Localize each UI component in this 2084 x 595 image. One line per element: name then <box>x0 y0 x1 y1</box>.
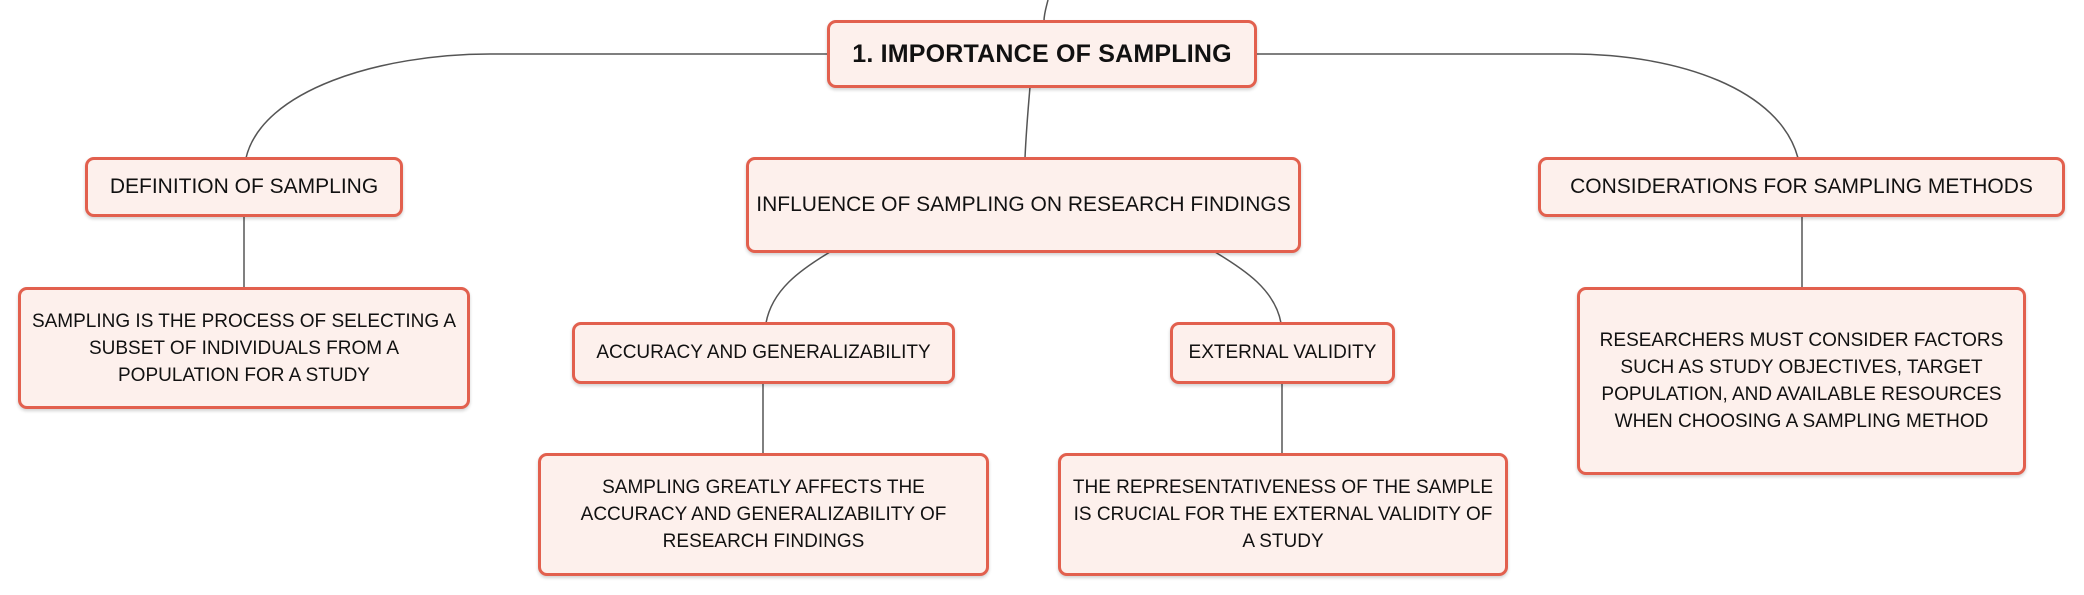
accuracy-node[interactable]: ACCURACY AND GENERALIZABILITY <box>572 322 955 384</box>
accuracy-label: ACCURACY AND GENERALIZABILITY <box>596 342 931 363</box>
external-validity-detail-node[interactable]: THE REPRESENTATIVENESS OF THE SAMPLE IS … <box>1058 453 1508 576</box>
definition-detail-text: SAMPLING IS THE PROCESS OF SELECTING A S… <box>31 310 457 386</box>
definition-label: DEFINITION OF SAMPLING <box>109 175 379 198</box>
accuracy-detail-node[interactable]: SAMPLING GREATLY AFFECTS THE ACCURACY AN… <box>538 453 989 576</box>
connector-influence-to-accuracy <box>765 251 831 324</box>
connector-root-to-considerations <box>1256 53 1799 159</box>
considerations-detail-node[interactable]: RESEARCHERS MUST CONSIDER FACTORS SUCH A… <box>1577 287 2026 475</box>
connector-root-to-definition <box>245 53 830 159</box>
definition-detail-node[interactable]: SAMPLING IS THE PROCESS OF SELECTING A S… <box>18 287 470 409</box>
connector-root-to-influence <box>1024 86 1031 159</box>
influence-node[interactable]: INFLUENCE OF SAMPLING ON RESEARCH FINDIN… <box>746 157 1301 253</box>
connector-parent-to-root <box>1043 0 1049 22</box>
influence-label: INFLUENCE OF SAMPLING ON RESEARCH FINDIN… <box>756 193 1291 216</box>
considerations-node[interactable]: CONSIDERATIONS FOR SAMPLING METHODS <box>1538 157 2065 217</box>
definition-node[interactable]: DEFINITION OF SAMPLING <box>85 157 403 217</box>
accuracy-detail-text: SAMPLING GREATLY AFFECTS THE ACCURACY AN… <box>580 477 947 552</box>
external-validity-label: EXTERNAL VALIDITY <box>1188 342 1377 363</box>
connector-influence-to-external <box>1214 251 1282 324</box>
external-validity-detail-text: THE REPRESENTATIVENESS OF THE SAMPLE IS … <box>1072 477 1494 552</box>
root-node[interactable]: 1. IMPORTANCE OF SAMPLING <box>827 20 1257 88</box>
considerations-label: CONSIDERATIONS FOR SAMPLING METHODS <box>1570 175 2033 198</box>
root-label: 1. IMPORTANCE OF SAMPLING <box>852 39 1232 68</box>
external-validity-node[interactable]: EXTERNAL VALIDITY <box>1170 322 1395 384</box>
considerations-detail-text: RESEARCHERS MUST CONSIDER FACTORS SUCH A… <box>1599 330 2004 432</box>
